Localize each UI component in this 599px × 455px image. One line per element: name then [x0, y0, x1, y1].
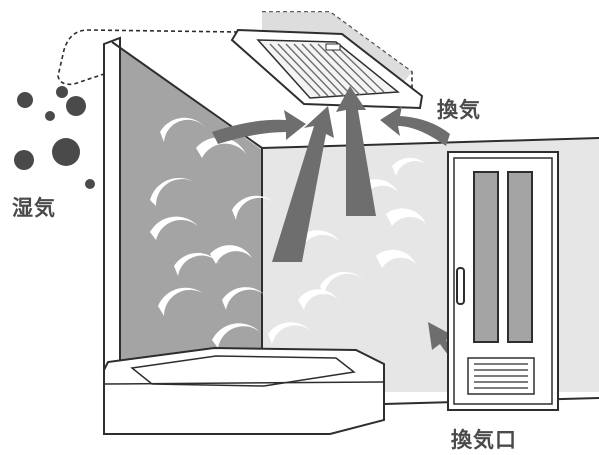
left-wall-edge [104, 38, 120, 368]
left-wall [112, 42, 262, 360]
vent-opening-label: 換気口 [451, 424, 517, 454]
door-icon [448, 152, 558, 410]
bathtub-icon [104, 348, 384, 434]
humidity-label: 湿気 [12, 192, 56, 222]
ventilation-label: 換気 [437, 94, 481, 124]
humidity-dots [14, 86, 95, 189]
